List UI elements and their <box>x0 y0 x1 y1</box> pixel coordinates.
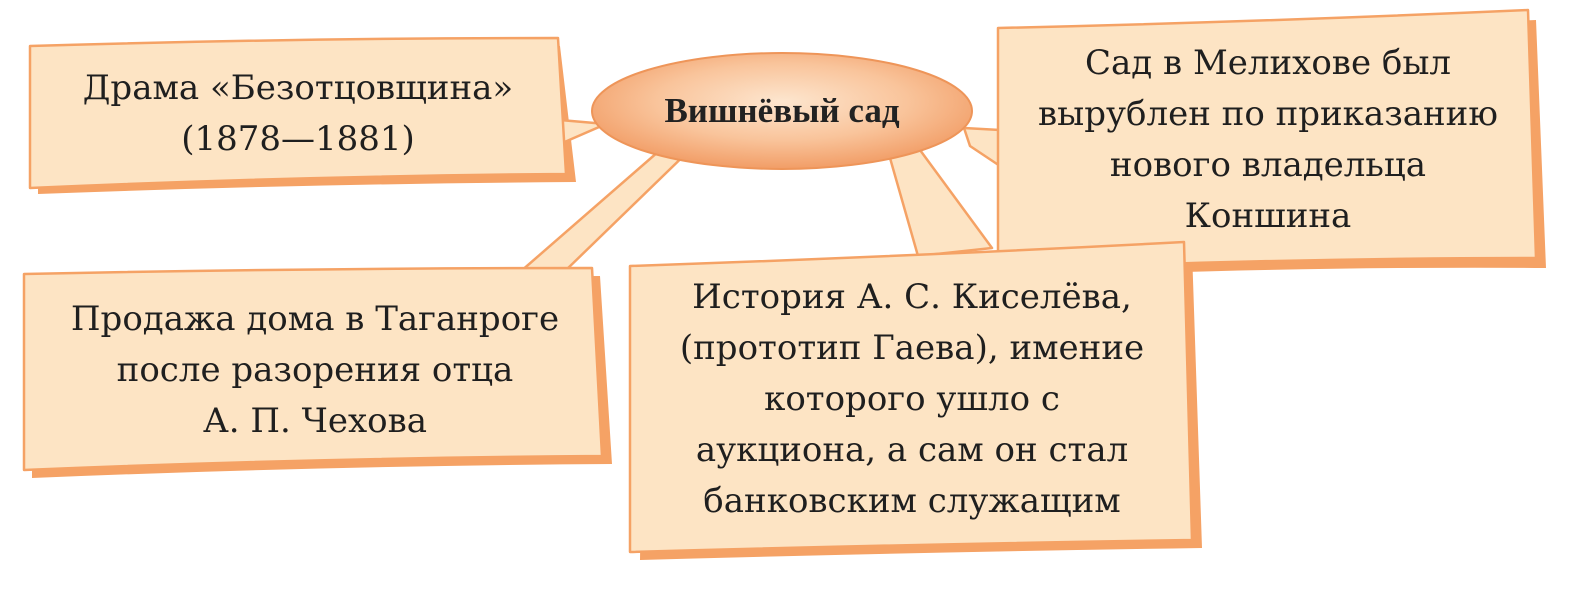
center-node-ellipse <box>591 52 973 170</box>
note-melikhovo-text: Сад в Мелихове был вырублен по приказани… <box>1038 43 1498 236</box>
note-kiselev-text: История А. С. Киселёва, (прототип Гаева)… <box>679 276 1145 521</box>
note-drama-text: Драма «Безотцовщина» (1878—1881) <box>82 68 514 159</box>
drama-note <box>28 36 568 190</box>
taganrog-note <box>22 266 604 472</box>
kiselev-note <box>628 240 1194 554</box>
kiselev-connector <box>888 148 994 258</box>
melikhovo-connector <box>962 126 1002 168</box>
note-taganrog-text: Продажа дома в Таганроге после разорения… <box>70 298 560 441</box>
center-node-label: Вишнёвый сад <box>664 91 900 130</box>
